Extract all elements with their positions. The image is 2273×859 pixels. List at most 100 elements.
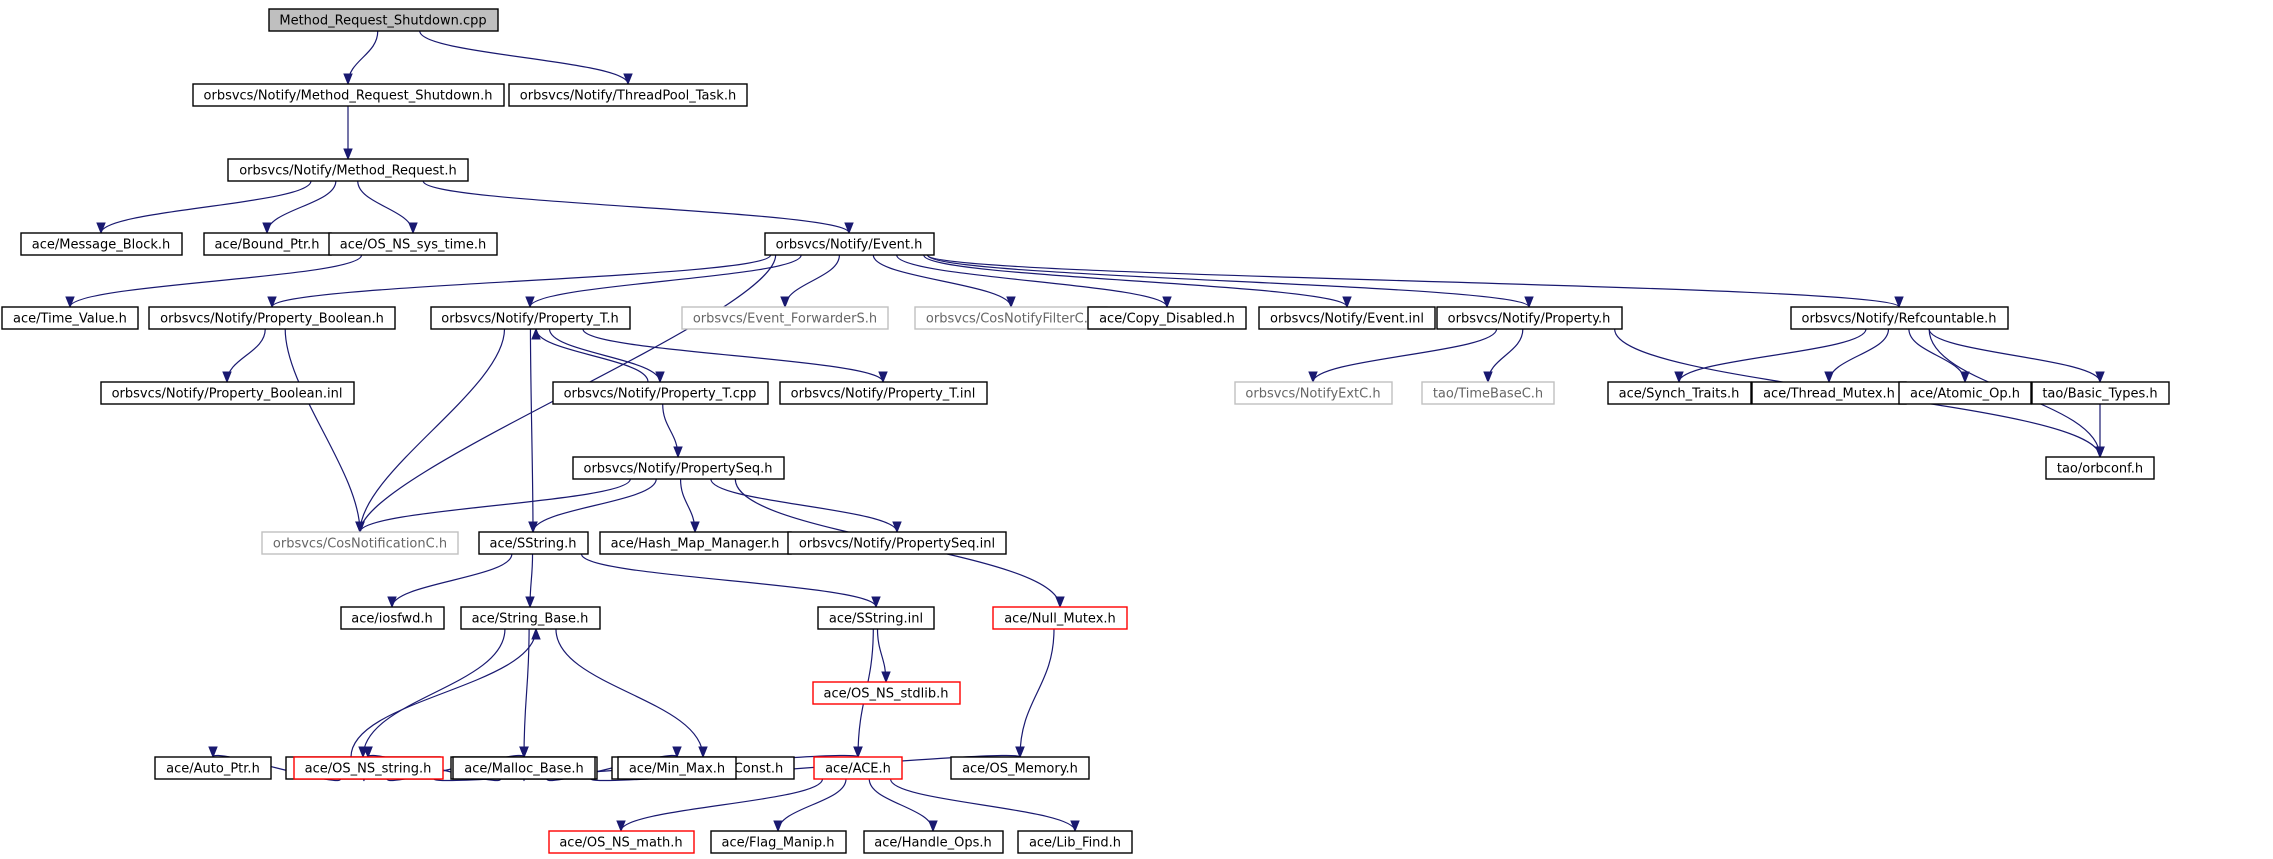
node-ace-string-base-h[interactable]: ace/String_Base.h [460,606,601,630]
node-ace-message-block-h[interactable]: ace/Message_Block.h [20,232,183,256]
node-orbsvcs-notify-property-boolean-h[interactable]: orbsvcs/Notify/Property_Boolean.h [148,306,396,330]
edge-n35-to-n45 [1015,628,1055,759]
node-label: ace/String_Base.h [472,612,589,627]
edge-arrowhead [690,521,700,534]
edge-n16-to-n22 [1674,328,1867,384]
edge-line [532,478,657,533]
edge-n26-to-n31 [710,478,902,534]
node-ace-copy-disabled-h[interactable]: ace/Copy_Disabled.h [1087,306,1247,330]
node-ace-handle-ops-h[interactable]: ace/Handle_Ops.h [863,830,1004,854]
edge-n7-to-n12 [872,254,1016,309]
edge-n1-to-n3 [343,106,353,161]
node-orbsvcs-notify-method-request-shutdown-h[interactable]: orbsvcs/Notify/Method_Request_Shutdown.h [192,83,505,107]
edge-arrowhead [1342,296,1352,309]
node-box [100,381,355,405]
edge-n6-to-n8 [65,254,363,309]
node-label: orbsvcs/Notify/Property_T.cpp [564,387,757,402]
node-ace-iosfwd-h[interactable]: ace/iosfwd.h [340,606,445,630]
edge-arrowhead [222,371,232,384]
edge-n18-to-n26 [662,403,683,459]
edge-line [580,553,877,608]
edge-n9-to-n17 [222,328,266,384]
node-ace-hash-map-manager-h[interactable]: ace/Hash_Map_Manager.h [599,531,792,555]
edge-n0-to-n2 [419,30,633,86]
node-box [817,606,935,630]
node-orbsvcs-notify-property-t-h[interactable]: orbsvcs/Notify/Property_T.h [430,306,631,330]
node-ace-min-max-h[interactable]: ace/Min_Max.h [617,756,737,780]
node-label: ace/iosfwd.h [351,612,432,627]
node-ace-malloc-base-h[interactable]: ace/Malloc_Base.h [452,756,596,780]
edge-arrowhead [623,73,633,86]
node-orbsvcs-notify-method-request-h[interactable]: orbsvcs/Notify/Method_Request.h [227,158,469,182]
node-orbsvcs-notify-property-boolean-inl[interactable]: orbsvcs/Notify/Property_Boolean.inl [100,381,355,405]
node-ace-os-ns-string-h[interactable]: ace/OS_NS_string.h [293,756,444,780]
edge-arrowhead [363,746,373,759]
node-tao-basic-types-h[interactable]: tao/Basic_Types.h [2031,381,2170,405]
node-orbsvcs-notify-threadpool-task-h[interactable]: orbsvcs/Notify/ThreadPool_Task.h [508,83,748,107]
edge-n7-to-n13 [896,254,1172,309]
node-ace-os-ns-stdlib-h[interactable]: ace/OS_NS_stdlib.h [812,681,961,705]
edge-arrowhead [1894,296,1904,309]
node-label: orbsvcs/Notify/Method_Request_Shutdown.h [204,89,493,104]
node-ace-lib-find-h[interactable]: ace/Lib_Find.h [1017,830,1133,854]
edge-line [100,180,312,234]
edge-line [362,628,506,758]
node-ace-bound-ptr-h[interactable]: ace/Bound_Ptr.h [203,232,332,256]
node-box [812,681,961,705]
node-orbsvcs-notify-event-h[interactable]: orbsvcs/Notify/Event.h [764,232,935,256]
node-box [430,306,631,330]
node-box [1898,381,2032,405]
node-ace-auto-ptr-h[interactable]: ace/Auto_Ptr.h [154,756,272,780]
node-box [261,531,459,555]
edge-line [535,328,649,383]
node-box [1258,306,1436,330]
node-method-request-shutdown-cpp[interactable]: Method_Request_Shutdown.cpp [268,8,499,32]
node-box [992,606,1128,630]
edge-arrowhead [262,222,272,235]
node-tao-orbconf-h[interactable]: tao/orbconf.h [2045,456,2155,480]
node-ace-atomic-op-h[interactable]: ace/Atomic_Op.h [1898,381,2032,405]
node-label: orbsvcs/Notify/Refcountable.h [1801,312,1996,327]
node-ace-os-ns-sys-time-h[interactable]: ace/OS_NS_sys_time.h [328,232,498,256]
node-ace-flag-manip-h[interactable]: ace/Flag_Manip.h [710,830,847,854]
node-ace-time-value-h[interactable]: ace/Time_Value.h [1,306,139,330]
node-ace-sstring-h[interactable]: ace/SString.h [478,531,589,555]
edge-arrowhead [1483,371,1493,384]
node-ace-synch-traits-h[interactable]: ace/Synch_Traits.h [1607,381,1752,405]
node-orbsvcs-notify-propertyseq-h[interactable]: orbsvcs/Notify/PropertySeq.h [572,456,785,480]
node-ace-sstring-inl[interactable]: ace/SString.inl [817,606,935,630]
node-box [787,531,1007,555]
node-orbsvcs-notify-refcountable-h[interactable]: orbsvcs/Notify/Refcountable.h [1790,306,2009,330]
node-ace-os-ns-math-h[interactable]: ace/OS_NS_math.h [548,830,695,854]
edge-line [529,254,802,308]
node-orbsvcs-notify-propertyseq-inl[interactable]: orbsvcs/Notify/PropertySeq.inl [787,531,1007,555]
edge-n7-to-n15 [926,254,1534,309]
edge-n3-to-n6 [357,180,418,235]
node-ace-os-memory-h[interactable]: ace/OS_Memory.h [950,756,1090,780]
edge-arrowhead [531,327,541,340]
node-ace-ace-h[interactable]: ace/ACE.h [813,756,903,780]
node-ace-thread-mutex-h[interactable]: ace/Thread_Mutex.h [1751,381,1907,405]
node-box [617,756,737,780]
edge-n44-to-n48 [868,778,938,833]
node-label: ace/Thread_Mutex.h [1763,387,1895,402]
edge-line [422,180,850,234]
node-orbsvcs-notify-property-h[interactable]: orbsvcs/Notify/Property.h [1436,306,1623,330]
edge-n18-to-n10 [531,327,649,383]
node-ace-null-mutex-h[interactable]: ace/Null_Mutex.h [992,606,1128,630]
edge-line [555,628,704,758]
node-box [1017,830,1133,854]
edge-line [889,778,1076,832]
edge-arrowhead [698,746,708,759]
node-orbsvcs-notify-property-t-inl[interactable]: orbsvcs/Notify/Property_T.inl [779,381,988,405]
node-label: orbsvcs/Notify/Event.inl [1270,312,1424,327]
edge-n37-to-n33 [350,627,541,758]
edge-line [548,328,661,383]
edge-n7-to-n16 [926,254,1904,309]
node-orbsvcs-notify-event-inl[interactable]: orbsvcs/Notify/Event.inl [1258,306,1436,330]
node-orbsvcs-notify-property-t-cpp[interactable]: orbsvcs/Notify/Property_T.cpp [552,381,769,405]
node-box [710,830,847,854]
edge-arrowhead [844,222,854,235]
edge-n26-to-n30 [679,478,700,534]
edge-line [620,778,824,832]
